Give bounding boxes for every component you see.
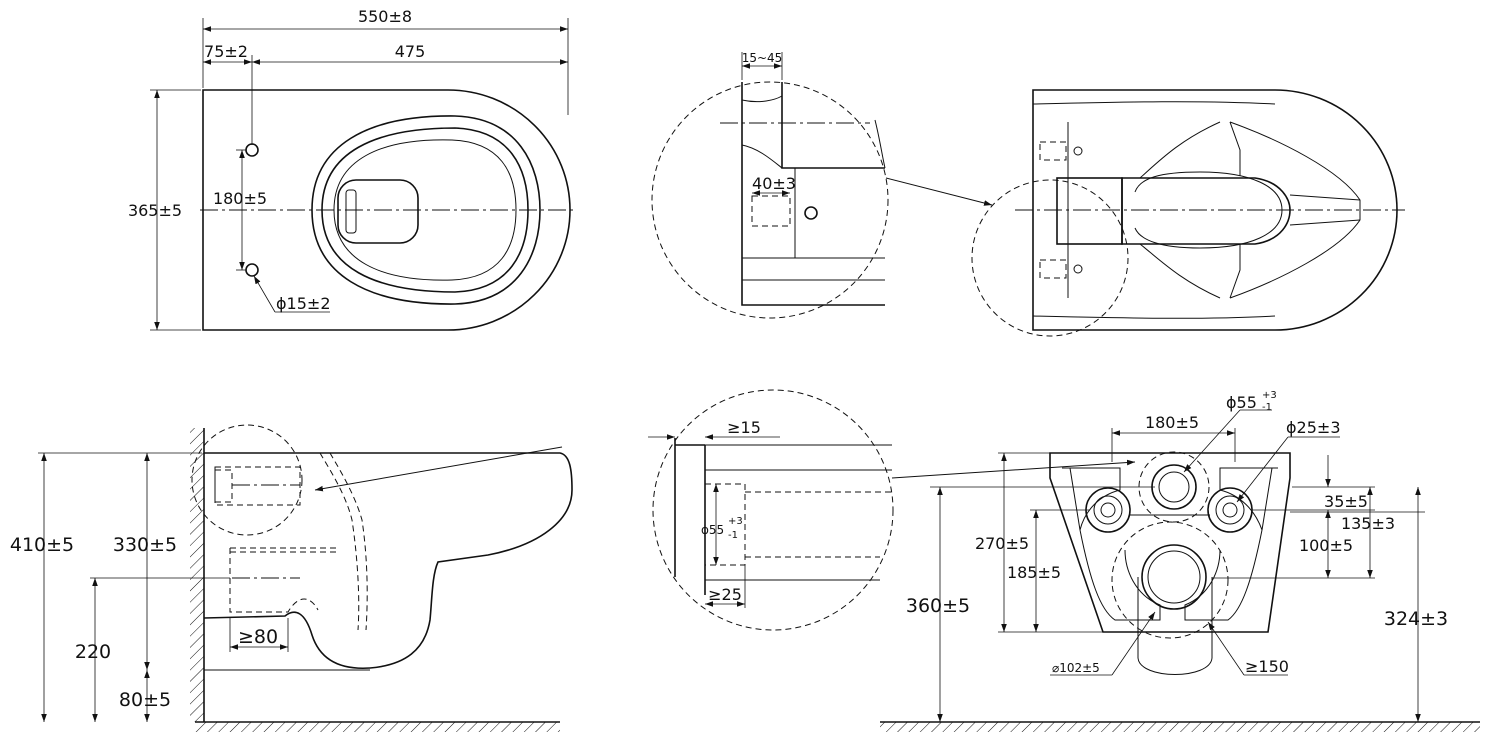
underside-bowl <box>1121 177 1291 245</box>
bolt-right-circle <box>1207 487 1253 533</box>
dim-wall-range: 15~45 <box>742 51 783 65</box>
rear-outline <box>1049 452 1291 633</box>
detail-fix-hole <box>804 206 818 220</box>
dim-bottom-clearance: 80±5 <box>119 689 171 711</box>
dim-inlet-tol-upper: +3 <box>728 516 743 527</box>
dim-rear-inlet-tol-lower: -1 <box>1262 402 1272 413</box>
wall-hatch <box>190 428 204 722</box>
outlet-dashed <box>1111 521 1229 639</box>
side-view: 410±5 330±5 220 80±5 ≥80 <box>10 424 573 732</box>
rear-view: 180±5 ϕ55 +3 -1 ϕ25±3 35±5 135±3 100±5 3… <box>880 390 1480 732</box>
dim-overall-depth: 365±5 <box>128 201 182 220</box>
dim-outlet-dia: ⌀102±5 <box>1052 661 1100 675</box>
dim-fix-hole: ϕ15±2 <box>276 294 331 313</box>
side-detail-big-circle <box>652 389 894 631</box>
side-outline <box>203 452 573 670</box>
dim-height-324: 324±3 <box>1384 608 1448 630</box>
rear-inlet-dashed <box>1138 451 1210 523</box>
top-detail-view: 15~45 40±3 <box>651 51 993 319</box>
dim-outlet-min: ≥150 <box>1245 657 1289 676</box>
bowl-rim-outer <box>311 115 541 305</box>
dim-outlet-offset: 100±5 <box>1299 536 1353 555</box>
dim-outlet-height: 220 <box>75 641 111 663</box>
dim-bolt-dia: ϕ25±3 <box>1286 418 1341 437</box>
dim-rear-inlet-tol-upper: +3 <box>1262 390 1277 401</box>
dim-hole-spacing: 180±5 <box>1145 413 1199 432</box>
dim-fix-offset: 75±2 <box>204 42 248 61</box>
dim-body-length: 475 <box>395 42 426 61</box>
bowl-drain <box>337 179 419 244</box>
dim-min-gap: ≥15 <box>727 418 761 437</box>
dim-min-depth: ≥25 <box>708 585 742 604</box>
top-plan-view: 550±8 75±2 475 365±5 180±5 ϕ15±2 <box>128 7 575 331</box>
top-detail-circle <box>651 81 889 319</box>
dim-rear-inlet-dia: ϕ55 <box>1226 393 1257 412</box>
fix-hole-top <box>245 143 259 157</box>
dim-height-270: 270±5 <box>975 534 1029 553</box>
dim-body-height: 330±5 <box>113 534 177 556</box>
dim-total-height: 410±5 <box>10 534 74 556</box>
plan-outline <box>202 89 571 331</box>
dim-fix-spacing: 180±5 <box>213 189 267 208</box>
dim-slot-width: 40±3 <box>752 174 796 193</box>
outlet-circle <box>1141 544 1207 610</box>
underside-outline <box>1032 89 1398 331</box>
side-detail-view: ≥15 ϕ55 +3 -1 ≥25 <box>648 389 1136 631</box>
underside-detail-circle <box>971 179 1129 337</box>
dim-bolt-offset: 35±5 <box>1324 492 1368 511</box>
dim-bolt-height: 135±3 <box>1341 514 1395 533</box>
bowl-inner-line <box>333 139 517 281</box>
dim-outlet-length: ≥80 <box>238 626 278 648</box>
dim-inlet-tol-lower: -1 <box>728 530 738 541</box>
dim-inlet-dia: ϕ55 <box>701 523 724 537</box>
fix-hole-bottom <box>245 263 259 277</box>
underside-view <box>971 89 1405 337</box>
side-detail-circle <box>191 424 303 536</box>
dim-height-360: 360±5 <box>906 595 970 617</box>
dim-height-185: 185±5 <box>1007 563 1061 582</box>
dim-overall-width: 550±8 <box>358 7 412 26</box>
